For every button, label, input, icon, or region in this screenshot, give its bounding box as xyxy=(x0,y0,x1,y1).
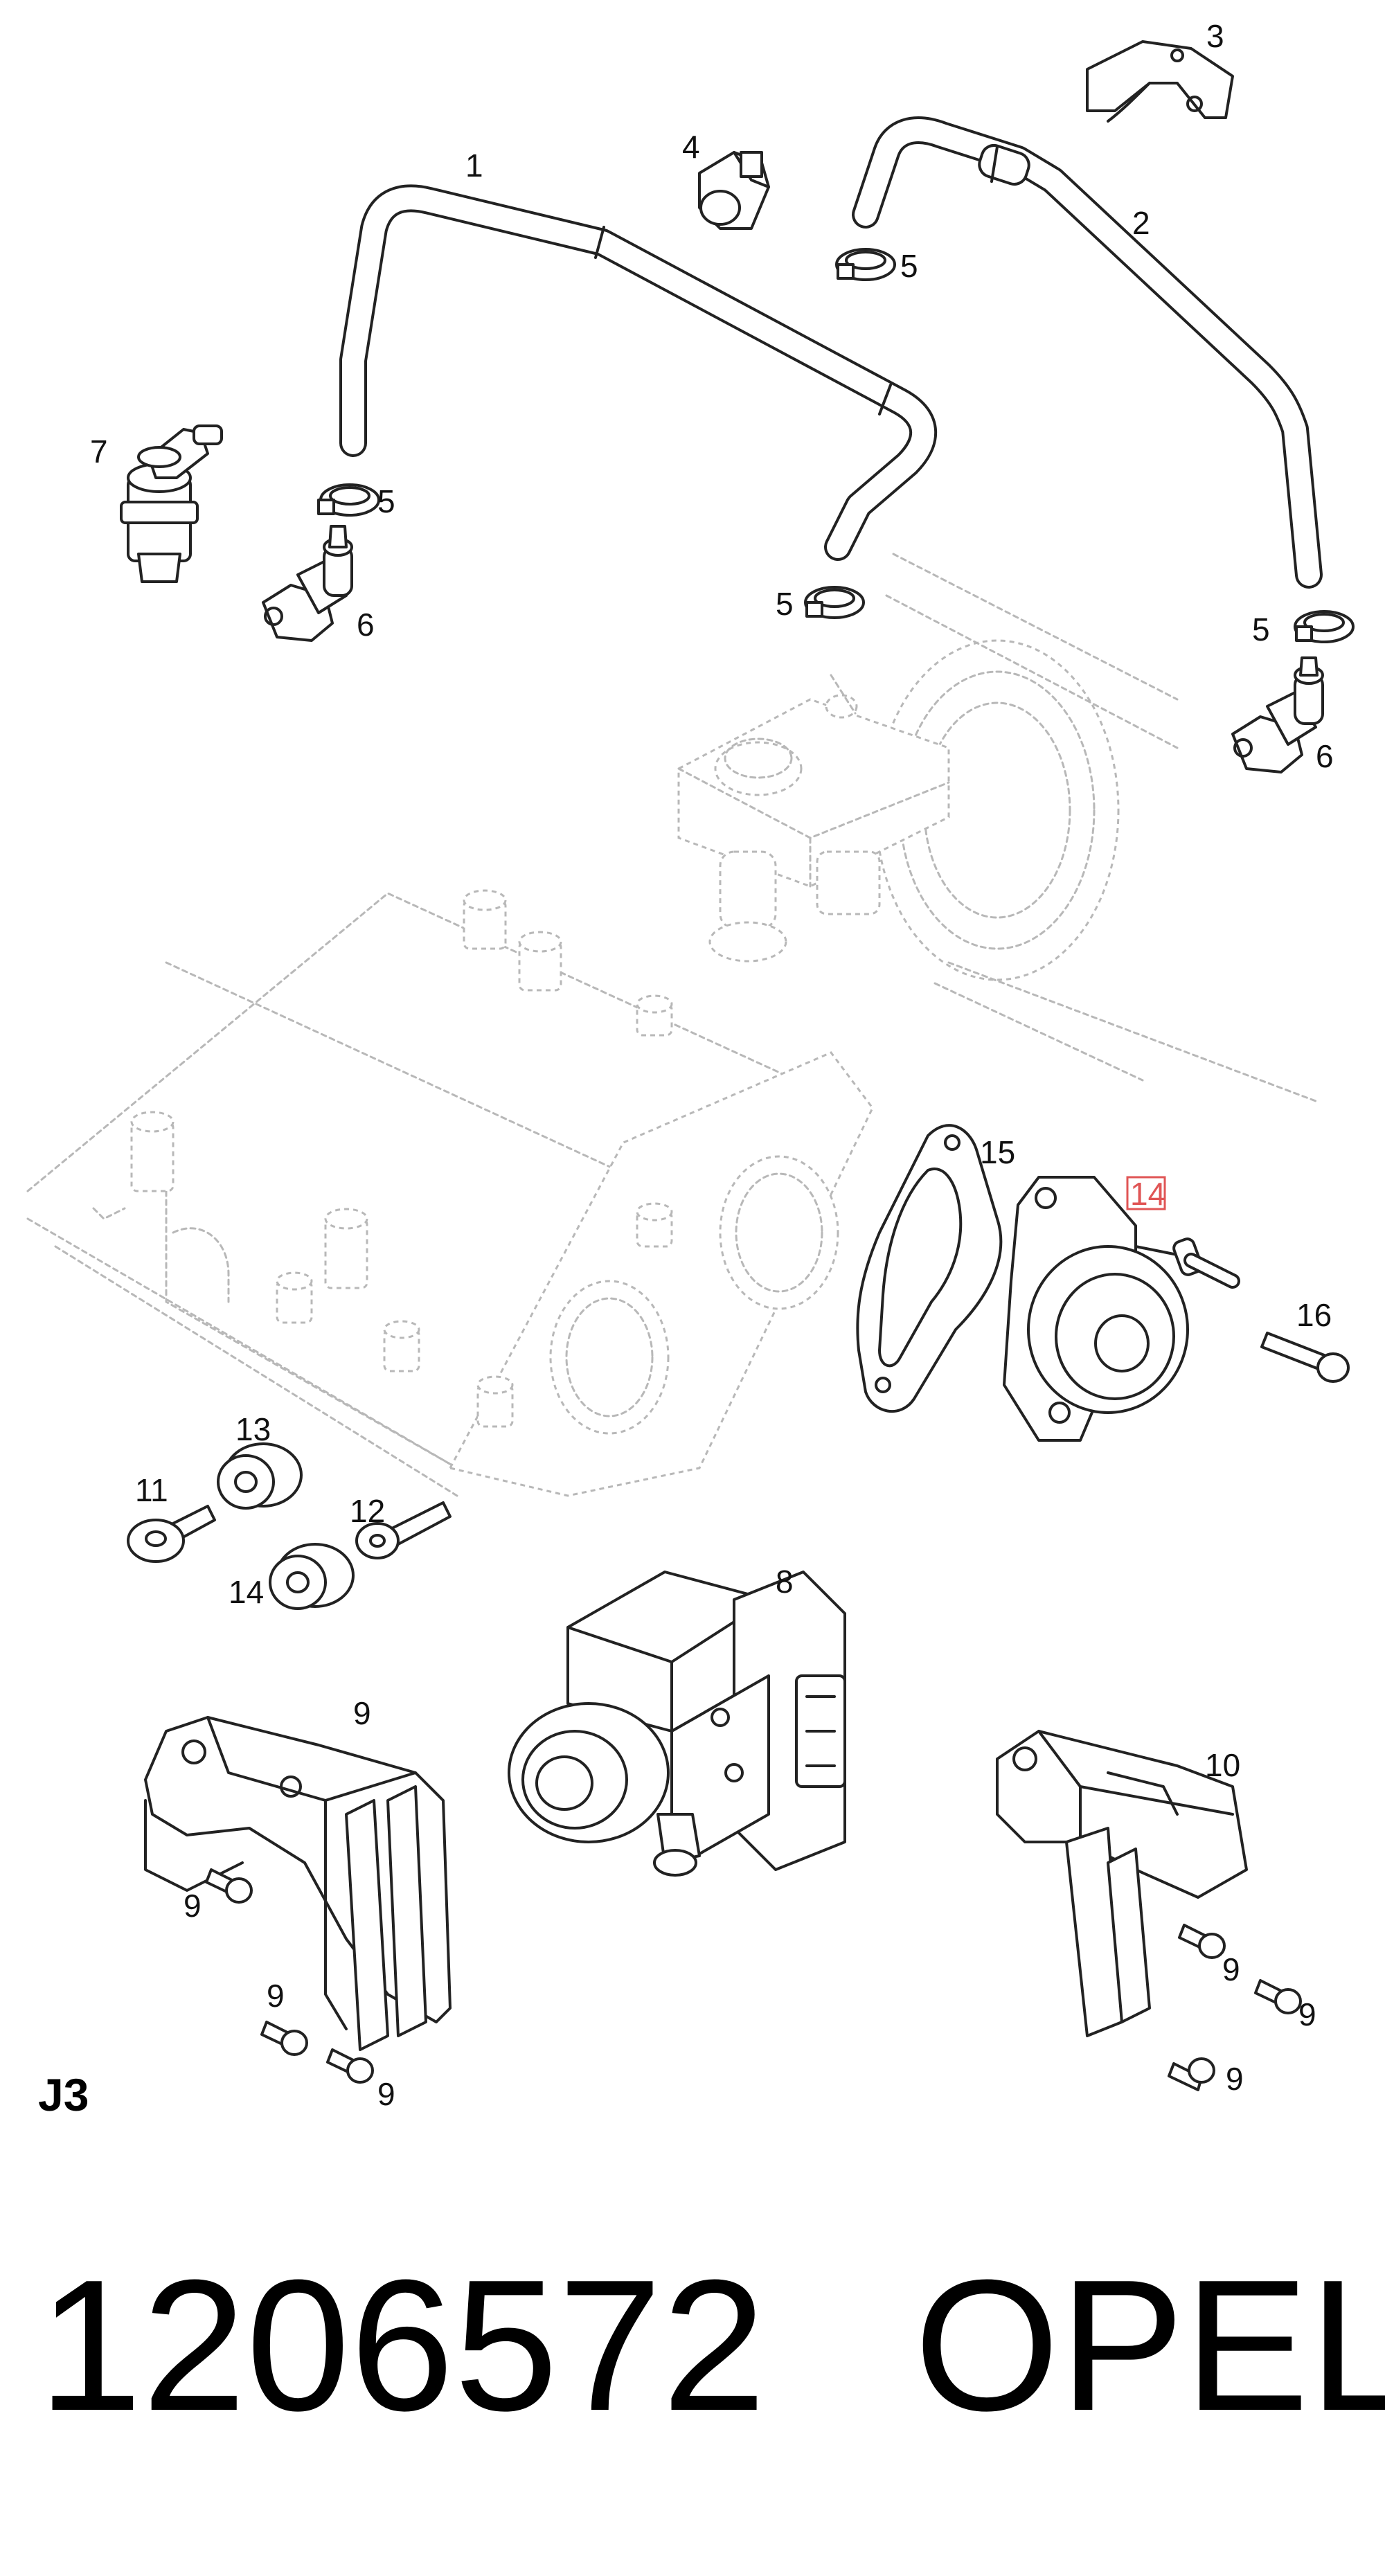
callout-5d: 5 xyxy=(1252,611,1270,647)
bolt-9f xyxy=(1168,2057,1215,2091)
abs-modulator-8 xyxy=(508,1571,846,1877)
bracket-3 xyxy=(1086,40,1234,123)
callout-13: 12 xyxy=(350,1493,385,1529)
callout-4: 4 xyxy=(682,129,700,165)
hose-clamp-5b xyxy=(835,248,896,281)
callout-1: 1 xyxy=(465,147,483,184)
vacuum-pump-15 xyxy=(1003,1176,1240,1442)
callout-14b: 14 xyxy=(229,1574,264,1610)
mount-stud-12 xyxy=(127,1505,216,1563)
vacuum-hose-2 xyxy=(852,116,1323,589)
highlight-box-15 xyxy=(1126,1176,1166,1210)
callout-3: 3 xyxy=(1206,18,1224,54)
brand-name: OPEL xyxy=(914,2242,1385,2450)
callout-16: 15 xyxy=(980,1134,1015,1170)
callout-9c: 9 xyxy=(377,2076,395,2112)
vacuum-hose-1 xyxy=(339,184,938,561)
callout-9a: 9 xyxy=(184,1888,202,1924)
callout-6b: 6 xyxy=(1316,738,1334,774)
ghost-cylinder-head xyxy=(26,889,874,1497)
callout-10: 9 xyxy=(353,1695,371,1731)
bolt-9a xyxy=(205,1868,253,1904)
callout-7: 7 xyxy=(90,433,108,469)
callout-11: 10 xyxy=(1205,1747,1240,1783)
gasket-16 xyxy=(856,1124,1003,1413)
callout-9b: 9 xyxy=(267,1978,285,2014)
bolt-9d xyxy=(1178,1924,1226,1959)
callout-5c: 5 xyxy=(776,586,794,622)
bracket-10 xyxy=(144,1716,452,2051)
callout-9f: 9 xyxy=(1226,2061,1244,2097)
callout-9e: 9 xyxy=(1298,1996,1316,2032)
ghost-brake-booster xyxy=(875,553,1317,1102)
callout-5a: 5 xyxy=(377,483,395,519)
hose-clamp-5c xyxy=(804,586,865,619)
valve-7 xyxy=(120,424,223,583)
callout-17: 16 xyxy=(1296,1297,1332,1333)
callout-5b: 5 xyxy=(900,248,918,284)
bolt-9e xyxy=(1254,1979,1302,2014)
bolt-9c xyxy=(326,2048,374,2084)
section-code: J3 xyxy=(38,2069,89,2120)
hose-clamp-5d xyxy=(1294,610,1355,643)
clip-4 xyxy=(698,151,770,230)
callout-15: 14 xyxy=(1130,1176,1165,1212)
callout-9d: 9 xyxy=(1222,1951,1240,1987)
hose-clamp-5a xyxy=(317,483,380,517)
mount-rubber-14a xyxy=(217,1442,303,1510)
bolt-17 xyxy=(1260,1332,1350,1383)
check-valve-6a xyxy=(262,525,353,642)
callout-6a: 6 xyxy=(357,607,375,643)
callout-12: 11 xyxy=(135,1472,168,1508)
callout-8: 8 xyxy=(776,1564,794,1600)
mount-stud-13 xyxy=(355,1501,452,1559)
bolt-9b xyxy=(260,2021,308,2056)
check-valve-6b xyxy=(1231,656,1324,773)
callout-2: 2 xyxy=(1132,205,1150,241)
callout-14a: 13 xyxy=(235,1411,271,1447)
part-number: 1206572 xyxy=(38,2242,766,2450)
mount-rubber-14b xyxy=(269,1543,355,1610)
ghost-master-cylinder xyxy=(677,674,950,963)
bracket-11 xyxy=(996,1730,1248,2037)
